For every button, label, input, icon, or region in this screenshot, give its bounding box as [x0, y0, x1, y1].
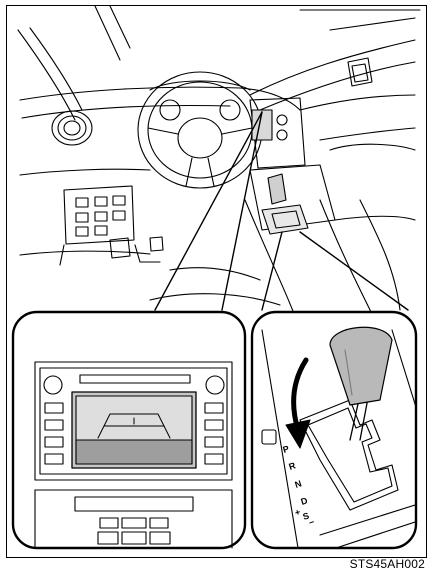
display-inset — [13, 312, 245, 548]
dashboard-drawing — [18, 6, 420, 330]
shift-inset: P R N D S + − — [252, 312, 420, 560]
figure-code: STS45AH002 — [350, 557, 425, 571]
